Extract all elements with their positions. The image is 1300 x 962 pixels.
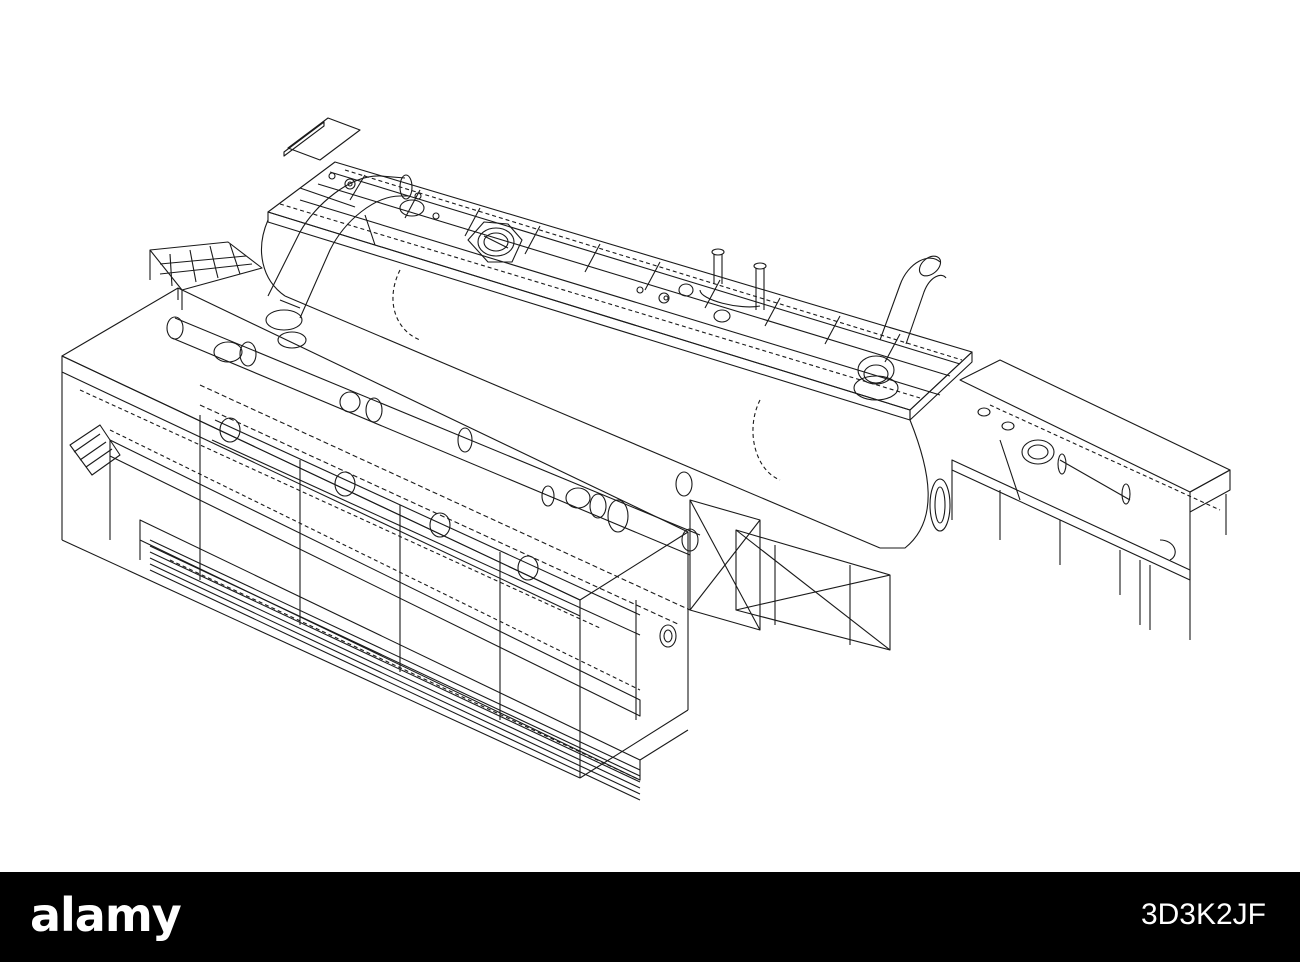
left-frame [61, 287, 689, 801]
deck-nozzles [328, 172, 767, 323]
rack-pipes [166, 316, 701, 648]
top-deck [267, 117, 973, 421]
main-vessel [261, 219, 951, 549]
right-vent-pipe [853, 255, 947, 401]
left-stairs [69, 241, 263, 476]
wireframe-drawing [61, 117, 1231, 801]
right-platform [951, 359, 1231, 640]
vessel-supports [689, 499, 891, 651]
valves [213, 341, 629, 581]
deck-hatch [467, 221, 523, 263]
image-id-label: 3D3K2JF [1140, 898, 1266, 931]
wireframe-svg [61, 117, 1231, 801]
stock-footer-bar: alamy 3D3K2JF [0, 872, 1300, 962]
brand-logo: alamy [30, 888, 182, 942]
left-elbow-pipe [265, 174, 425, 349]
